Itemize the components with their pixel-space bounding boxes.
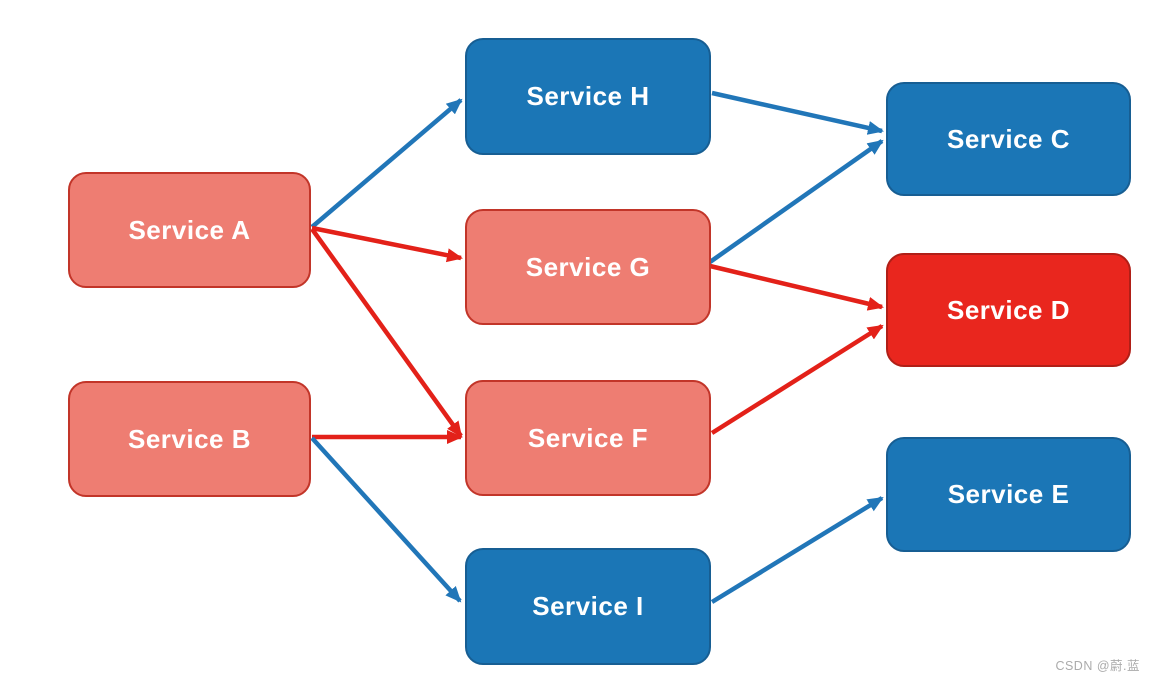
edge-service-g-to-service-c xyxy=(708,139,884,264)
edge-service-a-to-service-g xyxy=(311,225,463,263)
edge-service-a-to-service-h xyxy=(310,98,463,229)
edge-service-h-to-service-c xyxy=(711,90,884,135)
edge-service-f-to-service-d xyxy=(710,324,884,435)
edge-service-a-to-service-f xyxy=(310,227,463,438)
csdn-watermark: CSDN @蔚.蓝 xyxy=(1055,659,1140,673)
edge-service-b-to-service-i xyxy=(310,436,462,603)
edge-service-i-to-service-e xyxy=(710,496,884,604)
edge-service-g-to-service-d xyxy=(709,263,884,311)
